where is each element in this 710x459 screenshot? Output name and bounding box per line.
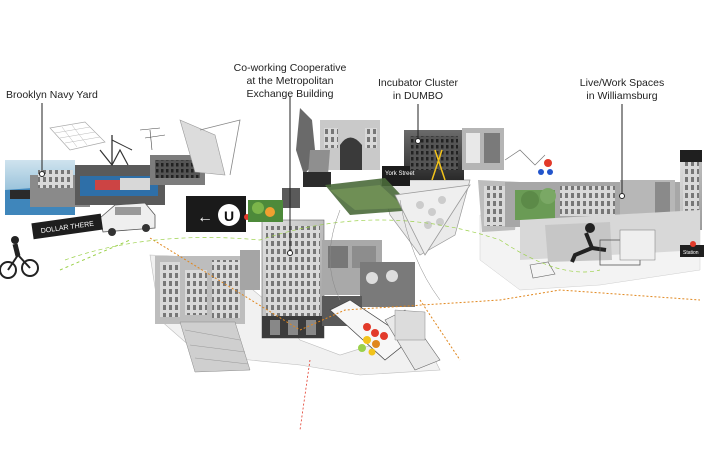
label-line: at the Metropolitan bbox=[246, 75, 334, 87]
label-brooklyn-navy-yard: Brooklyn Navy Yard bbox=[6, 89, 98, 102]
label-line: Live/Work Spaces bbox=[579, 77, 665, 89]
york-street-sign: York Street bbox=[385, 171, 415, 177]
navy-yard-collage: DOLLAR THERE ← U bbox=[0, 119, 250, 279]
label-line: Exchange Building bbox=[246, 88, 334, 100]
cyclist-figure bbox=[0, 236, 39, 279]
u-subway-sign: ← U bbox=[186, 196, 246, 232]
label-line: in DUMBO bbox=[392, 90, 444, 102]
label-live-work-williamsburg: Live/Work Spaces in Williamsburg bbox=[576, 77, 668, 103]
label-leaders bbox=[39, 96, 625, 256]
williamsburg-collage: Station bbox=[505, 150, 704, 279]
label-line: Co-working Cooperative bbox=[233, 62, 347, 74]
metropolitan-exchange-collage bbox=[155, 108, 441, 373]
seated-person bbox=[570, 223, 607, 263]
label-line: Brooklyn Navy Yard bbox=[6, 89, 98, 101]
route-lines bbox=[59, 199, 701, 431]
label-incubator-cluster-dumbo: Incubator Cluster in DUMBO bbox=[372, 77, 464, 103]
station-sign: Station bbox=[683, 250, 699, 256]
label-coworking-cooperative: Co-working Cooperative at the Metropolit… bbox=[232, 62, 348, 101]
dollar-sign-board: DOLLAR THERE bbox=[31, 213, 103, 240]
label-line: Incubator Cluster bbox=[378, 77, 458, 89]
svg-text:←: ← bbox=[197, 209, 213, 226]
svg-text:U: U bbox=[224, 208, 234, 224]
label-line: in Williamsburg bbox=[586, 90, 658, 102]
